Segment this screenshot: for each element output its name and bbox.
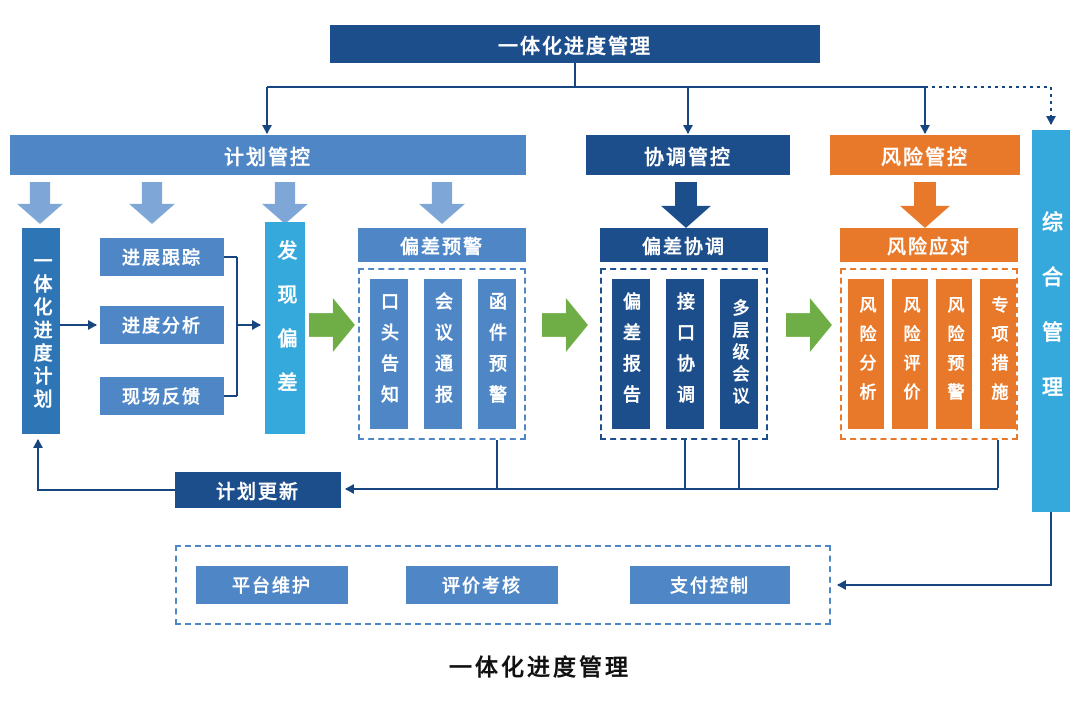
discover-deviation-box: 发现偏差 [265,222,305,434]
site-feedback-label: 现场反馈 [122,387,202,407]
risk-response-label: 风险应对 [886,236,971,258]
progress-tracking-label: 进展跟踪 [122,248,202,268]
discover-deviation-label: 发现偏差 [274,240,296,416]
deviation-coordination-header: 偏差协调 [600,228,768,262]
plan-update-label: 计划更新 [215,481,300,503]
down-arrow-icon [419,182,465,224]
progress-analysis-box: 进度分析 [100,306,224,344]
arrow-comprehensive-to-support [837,512,1052,590]
special-measures-box: 专项措施 [980,279,1016,429]
interface-coordination-label: 接口协调 [675,292,695,416]
special-measures-label: 专项措施 [988,296,1008,412]
tracking-bracket [222,256,238,397]
evaluation-assessment-box: 评价考核 [406,566,558,604]
top-title-label: 一体化进度管理 [498,35,652,58]
plan-control-header: 计划管控 [10,135,526,175]
progress-analysis-label: 进度分析 [122,316,202,336]
deviation-warning-label: 偏差预警 [399,236,484,258]
coordination-control-header: 协调管控 [586,135,790,175]
multilevel-meeting-box: 多层级会议 [720,279,758,429]
down-arrow-icon [129,182,175,224]
dotted-rail-to-comprehensive [925,86,1056,125]
letter-warning-box: 函件预警 [478,279,516,429]
platform-maintenance-box: 平台维护 [196,566,348,604]
risk-control-header: 风险管控 [830,135,1020,175]
risk-warning-box: 风险预警 [936,279,972,429]
master-plan-label: 一体化进度计划 [30,250,52,412]
interface-coordination-box: 接口协调 [666,279,704,429]
meeting-report-label: 会议通报 [433,292,453,416]
multilevel-meeting-label: 多层级会议 [729,299,749,409]
down-arrow-icon [17,182,63,224]
payment-control-box: 支付控制 [630,566,790,604]
verbal-notice-box: 口头告知 [370,279,408,429]
down-arrow-icon [661,182,711,228]
master-plan-box: 一体化进度计划 [22,228,60,434]
comprehensive-management-label: 综合管理 [1039,211,1063,431]
right-arrow-icon [542,298,588,352]
meeting-report-box: 会议通报 [424,279,462,429]
down-arrow-icon [262,182,308,224]
comprehensive-management-bar: 综合管理 [1032,130,1070,512]
risk-analysis-box: 风险分析 [848,279,884,429]
site-feedback-box: 现场反馈 [100,377,224,415]
progress-tracking-box: 进展跟踪 [100,238,224,276]
diagram-caption: 一体化进度管理 [449,655,631,680]
deviation-coordination-label: 偏差协调 [641,236,726,258]
coordination-control-label: 协调管控 [644,146,732,169]
risk-evaluation-box: 风险评价 [892,279,928,429]
letter-warning-label: 函件预警 [487,292,507,416]
risk-control-label: 风险管控 [881,146,969,169]
top-title-box: 一体化进度管理 [330,25,820,63]
deviation-report-box: 偏差报告 [612,279,650,429]
risk-evaluation-label: 风险评价 [900,296,920,412]
right-arrow-icon [309,298,355,352]
deviation-warning-header: 偏差预警 [358,228,526,262]
payment-control-label: 支付控制 [670,576,750,596]
platform-maintenance-label: 平台维护 [232,576,312,596]
plan-update-box: 计划更新 [175,472,341,508]
verbal-notice-label: 口头告知 [379,292,399,416]
risk-warning-label: 风险预警 [944,296,964,412]
risk-analysis-label: 风险分析 [856,296,876,412]
deviation-report-label: 偏差报告 [621,292,641,416]
right-arrow-icon [786,298,832,352]
plan-control-label: 计划管控 [224,146,312,169]
down-arrow-icon [900,182,950,228]
evaluation-assessment-label: 评价考核 [442,576,522,596]
risk-response-header: 风险应对 [840,228,1018,262]
arrow-update-to-master [33,439,175,491]
